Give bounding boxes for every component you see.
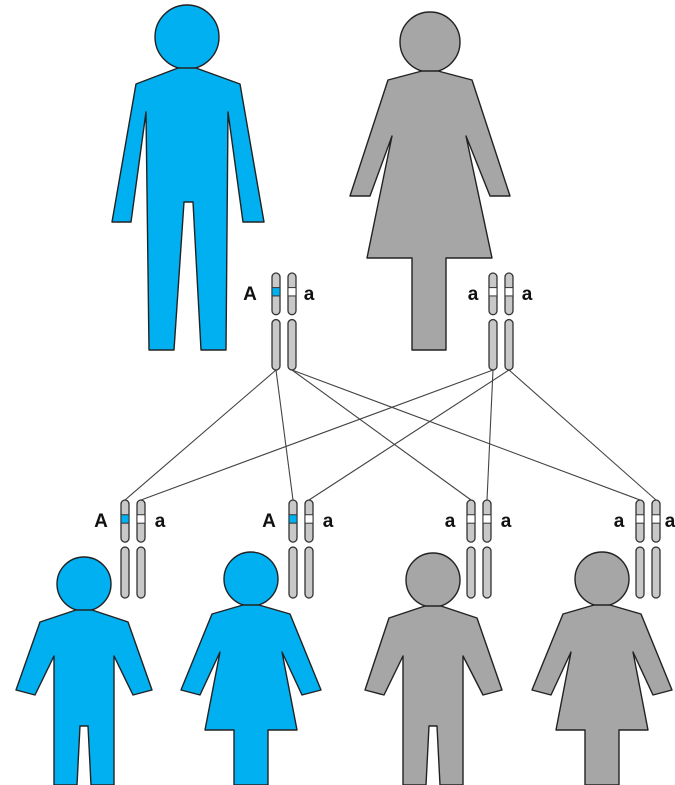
chromosome-lower-arm — [466, 546, 476, 599]
child-4-head — [574, 551, 630, 607]
mother-head — [399, 11, 461, 73]
allele-band — [651, 514, 661, 524]
father-to-child-2-line — [275, 369, 294, 501]
child-4-chromosome-2 — [651, 499, 661, 599]
chromosome-lower-arm — [120, 546, 130, 599]
allele-band — [288, 514, 298, 524]
allele-band — [304, 514, 314, 524]
child-2-figure — [180, 551, 322, 785]
allele-band — [482, 514, 492, 524]
chromosome-lower-arm — [288, 546, 298, 599]
child-1-chromosome-pair — [120, 499, 146, 599]
allele-band — [635, 514, 645, 524]
child-3-allele-right: a — [501, 511, 512, 532]
chromosome-lower-arm — [651, 546, 661, 599]
child-1-allele-left: A — [94, 511, 108, 532]
father-allele-right: a — [304, 284, 315, 305]
child-1-head — [56, 556, 112, 612]
allele-band — [136, 514, 146, 524]
mother-chromosome-pair — [488, 272, 514, 371]
child-4-allele-right: a — [665, 511, 675, 532]
allele-band — [120, 514, 130, 524]
child-3-allele-left: a — [445, 511, 456, 532]
child-3-chromosome-2 — [482, 499, 492, 599]
child-2-chromosome-2 — [304, 499, 314, 599]
child-4-chromosome-1 — [635, 499, 645, 599]
father-head — [154, 4, 220, 70]
father-to-child-4-line — [291, 369, 641, 501]
child-2-chromosome-1 — [288, 499, 298, 599]
child-1-chromosome-2 — [136, 499, 146, 599]
child-4-body — [531, 604, 673, 785]
chromosome-lower-arm — [287, 318, 297, 371]
mother-to-child-2-line — [308, 369, 510, 501]
mother-chromosome-2 — [504, 272, 514, 371]
mother-body — [349, 70, 511, 351]
child-1-body — [15, 609, 153, 785]
child-3-figure — [364, 552, 503, 785]
child-4-figure — [531, 551, 673, 785]
child-2-body — [180, 604, 322, 785]
mother-to-child-1-line — [140, 369, 494, 501]
child-3-chromosome-1 — [466, 499, 476, 599]
child-1-allele-right: a — [155, 511, 166, 532]
father-allele-left: A — [243, 284, 257, 305]
child-1-figure — [15, 556, 153, 785]
chromosome-lower-arm — [271, 318, 281, 371]
child-2-chromosome-pair — [288, 499, 314, 599]
mother-to-child-4-line — [508, 369, 657, 501]
child-3-head — [405, 552, 461, 608]
chromosome-lower-arm — [488, 318, 498, 371]
chromosome-lower-arm — [482, 546, 492, 599]
allele-band — [466, 514, 476, 524]
child-2-head — [223, 551, 279, 607]
child-1-chromosome-1 — [120, 499, 130, 599]
allele-band — [271, 287, 281, 297]
child-4-chromosome-pair — [635, 499, 661, 599]
father-chromosome-1 — [271, 272, 281, 371]
child-2-allele-left: A — [262, 511, 276, 532]
father-to-child-1-line — [124, 369, 277, 501]
child-4-allele-left: a — [614, 511, 625, 532]
father-body — [111, 67, 265, 351]
chromosome-lower-arm — [635, 546, 645, 599]
inheritance-lines — [124, 369, 657, 501]
child-2-allele-right: a — [323, 511, 334, 532]
mother-to-child-3-line — [486, 369, 494, 501]
chromosome-lower-arm — [136, 546, 146, 599]
allele-band — [488, 287, 498, 297]
father-figure — [111, 4, 265, 351]
allele-band — [287, 287, 297, 297]
child-3-body — [364, 605, 503, 785]
chromosome-lower-arm — [504, 318, 514, 371]
mother-allele-right: a — [522, 284, 533, 305]
father-chromosome-pair — [271, 272, 297, 371]
mother-figure — [349, 11, 511, 351]
chromosome-lower-arm — [304, 546, 314, 599]
allele-band — [504, 287, 514, 297]
father-chromosome-2 — [287, 272, 297, 371]
father-to-child-3-line — [291, 369, 472, 501]
mother-chromosome-1 — [488, 272, 498, 371]
mother-allele-left: a — [468, 284, 479, 305]
child-3-chromosome-pair — [466, 499, 492, 599]
